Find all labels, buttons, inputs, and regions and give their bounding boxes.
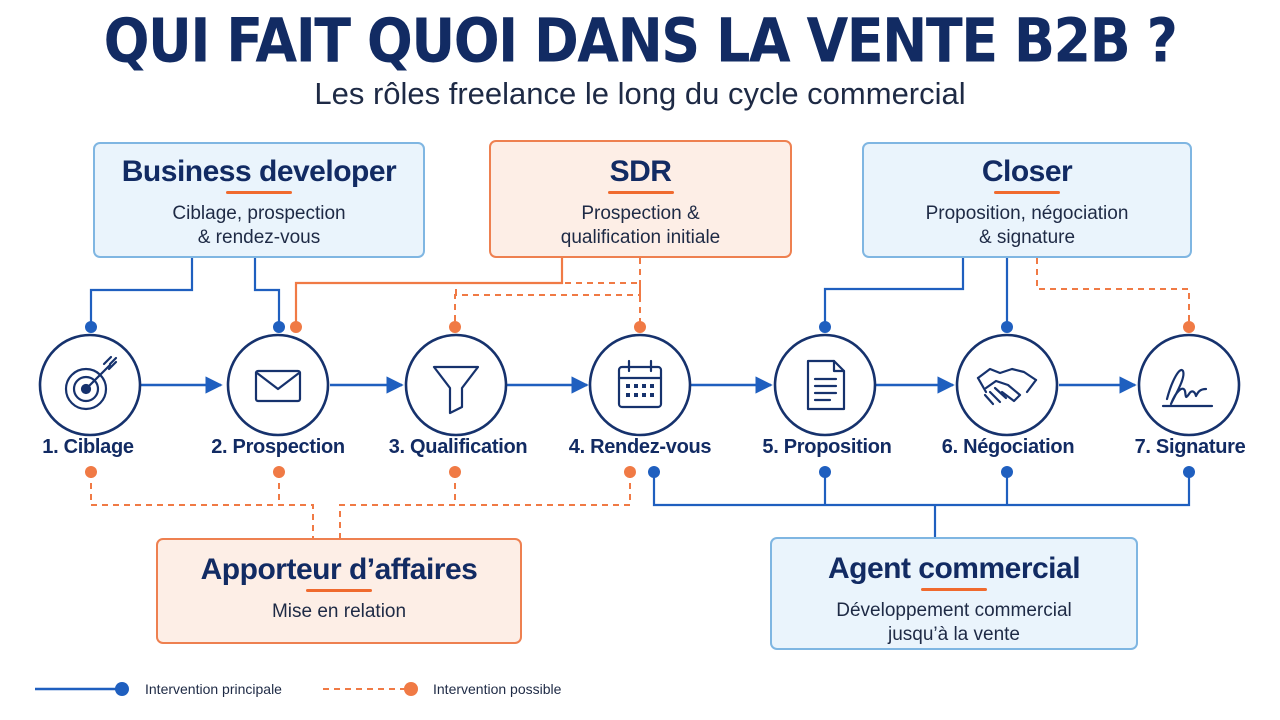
legend-main-sample <box>35 682 129 696</box>
funnel-icon <box>432 365 480 415</box>
connector-closer-signature <box>1036 258 1190 327</box>
step-label-5: 5. Proposition <box>762 436 892 458</box>
connector-sdr-qualification <box>454 258 641 327</box>
role-desc-apporteur: Mise en relation <box>271 601 407 622</box>
step-circle-3 <box>404 333 508 437</box>
step-label-3: 3. Qualification <box>388 436 528 458</box>
connector-sdr-prospection <box>294 258 564 327</box>
role-title-agent: Agent commercial <box>828 552 1081 591</box>
step-circle-7 <box>1137 333 1241 437</box>
target-icon <box>64 355 118 411</box>
role-title-sdr: SDR <box>607 155 674 194</box>
bottom-connector-dots <box>85 466 1195 478</box>
role-box-business-developer: Business developer Ciblage, prospection … <box>93 142 425 258</box>
connector-bizdev-prospection <box>253 258 281 327</box>
legend-main-label: Intervention principale <box>145 681 282 697</box>
step-label-7: 7. Signature <box>1134 436 1246 458</box>
connector-apporteur-ciblage <box>90 472 314 538</box>
connector-bizdev-ciblage <box>89 258 194 327</box>
connector-agent-bus <box>652 472 1191 507</box>
connector-apporteur-qualification <box>339 472 456 538</box>
top-connector-dots <box>85 321 1195 333</box>
role-box-agent: Agent commercial Développement commercia… <box>770 537 1138 650</box>
role-title-closer: Closer <box>982 155 1073 194</box>
envelope-icon <box>254 369 302 403</box>
connector-closer-proposition <box>823 258 965 327</box>
role-title-business-developer: Business developer <box>122 155 397 194</box>
calendar-icon <box>617 359 663 409</box>
page-title: QUI FAIT QUOI DANS LA VENTE B2B ? <box>103 4 1178 76</box>
legend-possible-sample <box>323 682 418 696</box>
step-circle-4 <box>588 333 692 437</box>
step-label-2: 2. Prospection <box>211 436 345 458</box>
signature-icon <box>1161 368 1214 408</box>
role-box-closer: Closer Proposition, négociation & signat… <box>862 142 1192 258</box>
role-box-apporteur: Apporteur d’affaires Mise en relation <box>156 538 522 644</box>
step-label-1: 1. Ciblage <box>42 436 134 458</box>
step-label-4: 4. Rendez-vous <box>568 436 712 458</box>
page-subtitle: Les rôles freelance le long du cycle com… <box>314 76 966 111</box>
connector-apporteur-rendezvous <box>455 472 631 506</box>
role-box-sdr: SDR Prospection & qualification initiale <box>489 140 792 258</box>
step-label-6: 6. Négociation <box>941 436 1075 458</box>
handshake-icon <box>976 367 1038 406</box>
document-icon <box>806 359 846 411</box>
role-desc-closer: Proposition, négociation & signature <box>925 203 1129 249</box>
legend-possible-label: Intervention possible <box>433 681 562 697</box>
step-circle-2 <box>226 333 330 437</box>
connector-sdr-rendezvous <box>455 282 641 327</box>
role-desc-business-developer: Ciblage, prospection & rendez-vous <box>172 203 346 249</box>
role-desc-agent: Développement commercial jusqu’à la vent… <box>836 600 1072 646</box>
role-title-apporteur: Apporteur d’affaires <box>201 553 478 592</box>
role-desc-sdr: Prospection & qualification initiale <box>560 203 721 249</box>
